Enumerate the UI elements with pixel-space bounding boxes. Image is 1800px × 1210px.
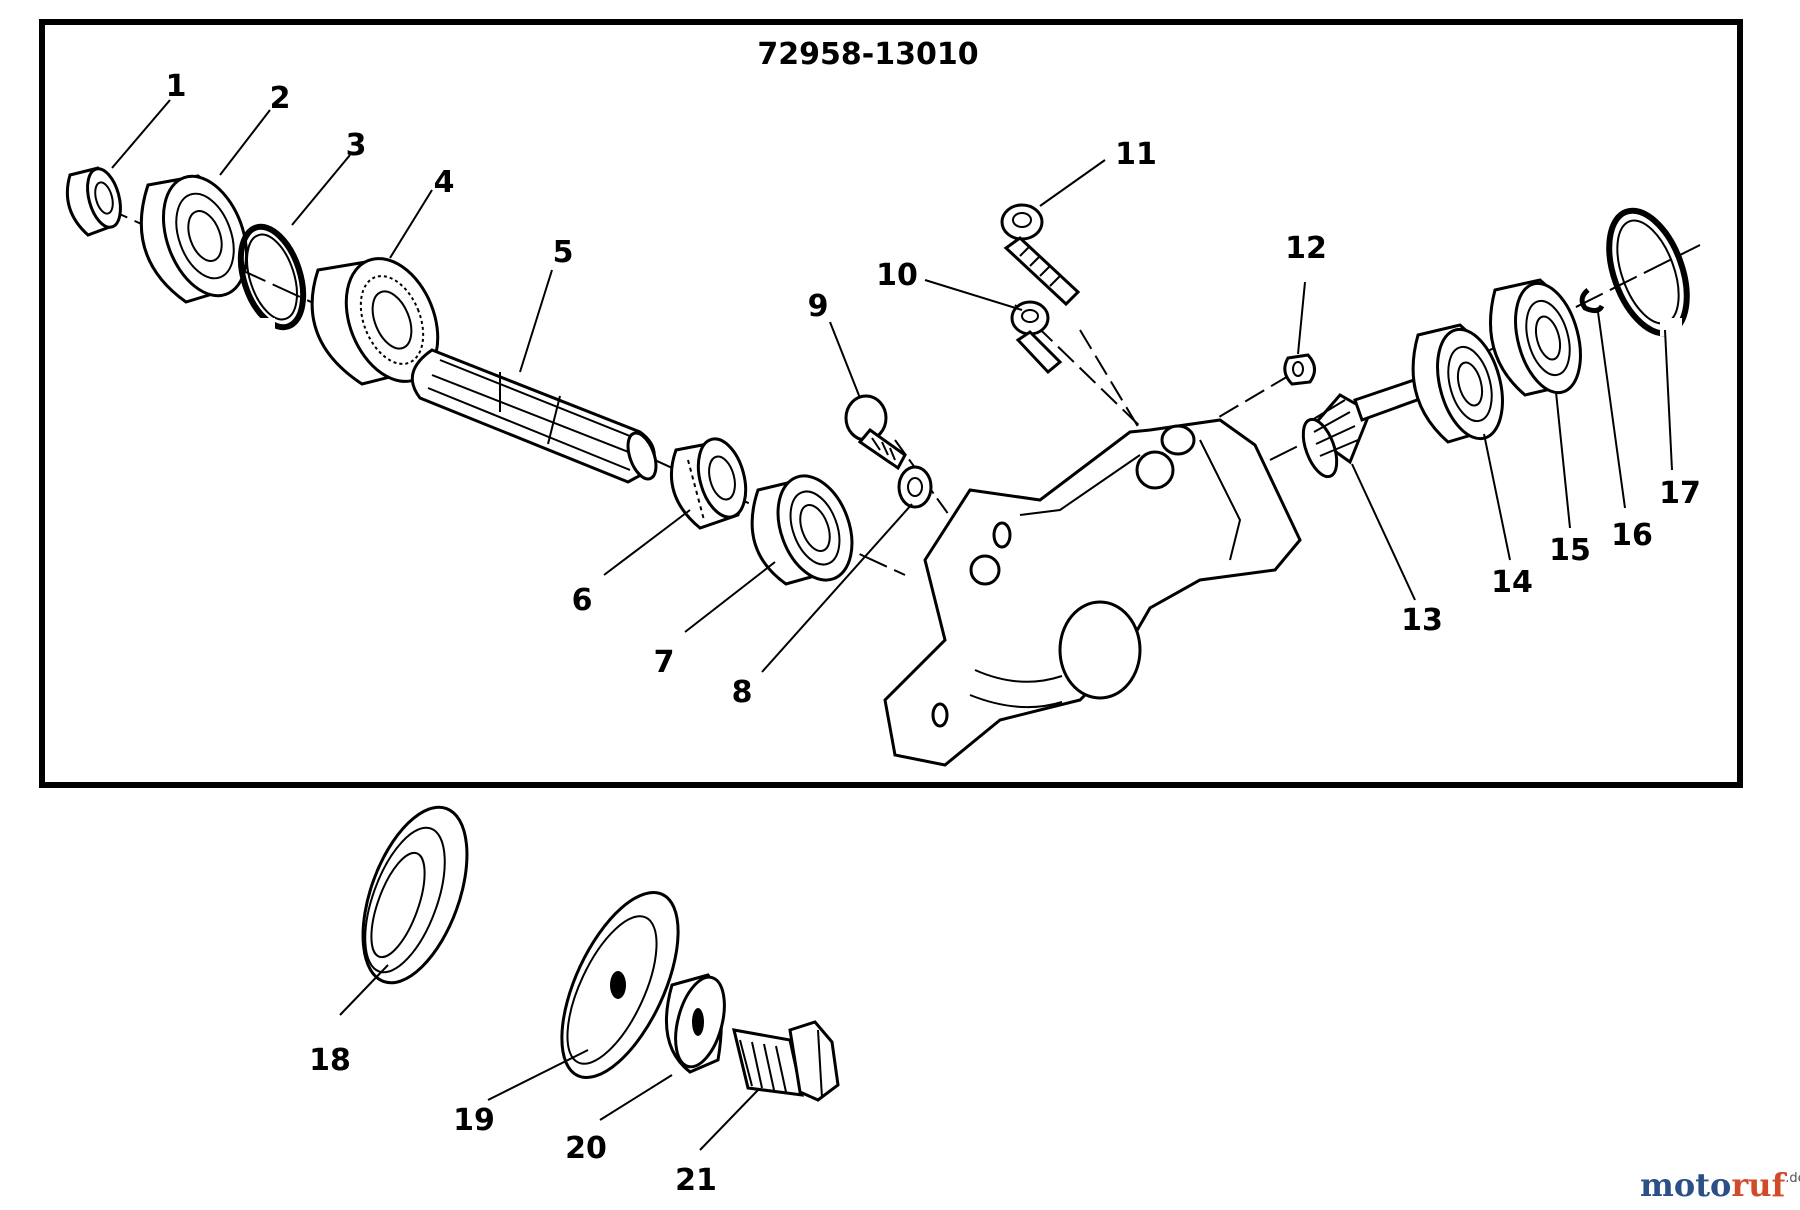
gear-case-housing [883, 418, 1302, 767]
part-label-15: 15 [1549, 533, 1591, 568]
watermark-suffix: .de [1785, 1171, 1800, 1186]
part-15-ball-bearing [1489, 278, 1582, 397]
part-label-13: 13 [1401, 603, 1443, 638]
part-label-9: 9 [808, 289, 829, 324]
part-3-snap-ring [237, 223, 307, 332]
part-7-ball-bearing [750, 474, 854, 586]
part-label-21: 21 [675, 1163, 717, 1198]
part-label-3: 3 [346, 128, 367, 163]
part-label-7: 7 [654, 645, 675, 680]
part-8-washer [897, 465, 933, 509]
part-label-17: 17 [1659, 476, 1701, 511]
part-labels: 1 2 3 4 5 6 7 8 9 10 11 12 13 14 15 16 1… [166, 69, 1701, 1198]
part-16-clip [1579, 288, 1605, 314]
part-label-1: 1 [166, 69, 187, 104]
part-9-screw [844, 394, 907, 471]
part-label-5: 5 [553, 235, 574, 270]
part-label-20: 20 [565, 1131, 607, 1166]
part-label-6: 6 [572, 583, 593, 618]
part-13-pinion-gear [1301, 373, 1432, 479]
part-6-tapered-bearing [669, 437, 748, 530]
part-label-19: 19 [453, 1103, 495, 1138]
part-5-splined-shaft [410, 348, 658, 484]
part-label-16: 16 [1611, 518, 1653, 553]
part-10-socket-screw [1010, 300, 1063, 375]
part-21-bolt [732, 1020, 840, 1102]
svg-text:motoruf.de: motoruf.de [1640, 1166, 1800, 1204]
part-label-18: 18 [309, 1043, 351, 1078]
watermark-logo: motoruf.de [1640, 1166, 1800, 1204]
watermark-brand-a: moto [1640, 1166, 1731, 1204]
part-11-socket-screw [1000, 203, 1081, 307]
diagram-title: 72958-13010 [757, 37, 978, 72]
watermark-brand-b: ruf [1731, 1166, 1787, 1204]
leader-lines [111, 99, 1673, 1151]
part-label-8: 8 [732, 675, 753, 710]
part-12-washer [1283, 353, 1316, 386]
part-20-nut [665, 973, 726, 1074]
part-label-14: 14 [1491, 565, 1533, 600]
part-14-ball-bearing [1411, 323, 1504, 444]
part-1-bushing [65, 166, 122, 237]
part-label-10: 10 [876, 258, 918, 293]
part-18-cup-washer [361, 805, 469, 985]
part-label-11: 11 [1115, 137, 1157, 172]
part-2-ball-bearing [139, 174, 249, 304]
part-label-4: 4 [434, 165, 455, 200]
part-19-blade-holder [560, 890, 680, 1080]
part-label-12: 12 [1285, 231, 1327, 266]
part-label-2: 2 [270, 81, 291, 116]
diagram-frame [39, 19, 1743, 788]
